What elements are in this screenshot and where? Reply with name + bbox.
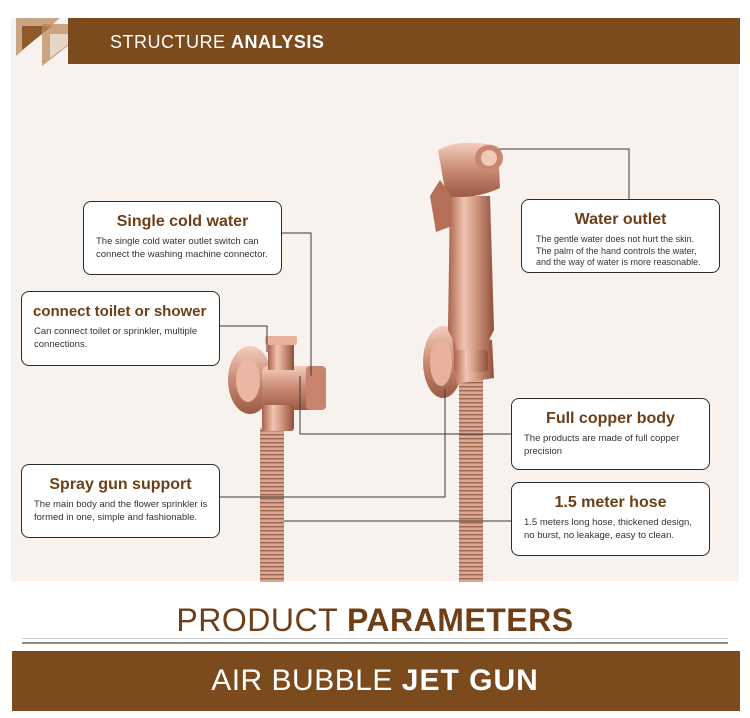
callout-single-cold-water: Single cold water The single cold water … (83, 201, 282, 275)
callout-title: 1.5 meter hose (554, 494, 667, 511)
divider (22, 642, 728, 644)
callout-connect-toilet: connect toilet or shower Can connect toi… (21, 291, 220, 366)
callout-water-outlet: Water outlet The gentle water does not h… (521, 199, 720, 273)
product-parameters-heading: PRODUCT PARAMETERS (176, 602, 574, 638)
callout-description: The products are made of full copper pre… (524, 433, 680, 457)
callout-title: Water outlet (574, 211, 667, 228)
callout-full-copper-body: Full copper body The products are made o… (511, 398, 710, 470)
spray-gun-drawing (430, 142, 503, 372)
angle-valve-drawing (228, 336, 326, 431)
callout-description: Can connect toilet or sprinkler, multipl… (34, 326, 198, 350)
divider-top (22, 638, 728, 639)
header-bar (68, 18, 740, 64)
callout-spray-gun-support: Spray gun support The main body and the … (21, 464, 220, 538)
callout-title: Spray gun support (49, 476, 192, 493)
callout-description: The single cold water outlet switch can … (96, 236, 268, 260)
callout-description: The gentle water does not hurt the skin.… (536, 234, 701, 267)
callout-description: 1.5 meters long hose, thickened design, … (524, 517, 692, 541)
callout-hose: 1.5 meter hose 1.5 meters long hose, thi… (511, 482, 710, 556)
callout-title: Single cold water (116, 213, 249, 230)
callout-title: connect toilet or shower (33, 303, 207, 320)
product-name-heading: AIR BUBBLE JET GUN (211, 664, 539, 697)
footer-bar (12, 651, 740, 711)
callout-title: Full copper body (546, 410, 675, 427)
section-title: STRUCTURE ANALYSIS (110, 32, 325, 52)
callout-description: The main body and the flower sprinkler i… (34, 499, 208, 523)
